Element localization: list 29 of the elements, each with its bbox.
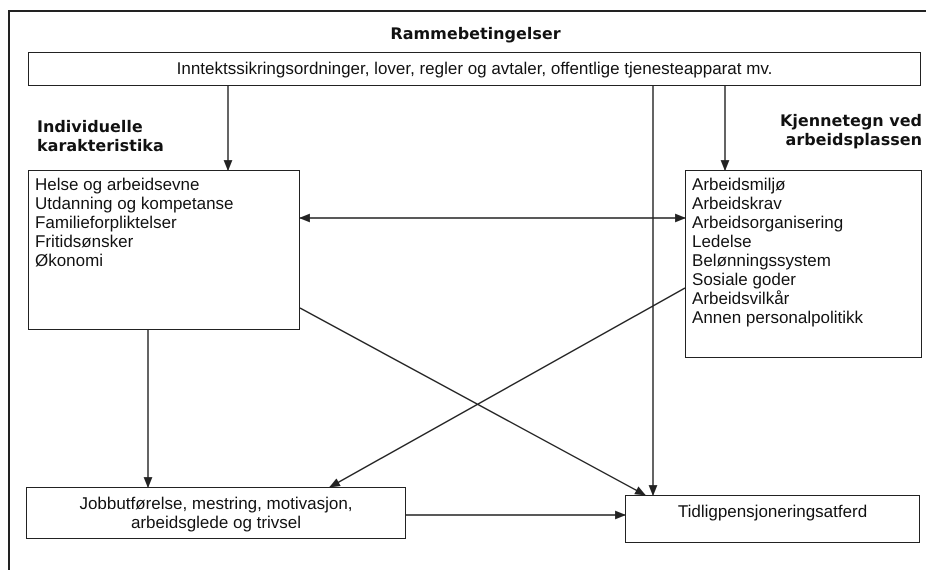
text-box [26,487,406,539]
arrow [298,214,686,222]
list-item: Økonomi [35,251,104,270]
arrow [329,287,686,488]
list-item: Tidligpensjoneringsatferd [678,502,868,521]
arrow [648,86,658,496]
arrow [300,307,646,496]
list-item: Annen personalpolitikk [692,308,864,327]
arrow [406,510,626,520]
list-item: Arbeidskrav [692,194,783,213]
list-item: Belønningssystem [692,251,832,270]
list-item: Ledelse [692,232,753,251]
arrow [720,86,730,172]
list-item: Inntektssikringsordninger, lover, regler og avtaler, offentlige tjenesteapparat mv. [176,59,772,78]
group-heading: Individuelle karakteristika [37,117,165,155]
arrow [144,330,152,488]
text-box [625,495,920,543]
list-item: Jobbutførelse, mestring, motivasjon, arbeidsglede og trivsel [78,494,354,532]
list-item: Helse og arbeidsevne [35,175,200,194]
list-item: Sosiale goder [692,270,797,289]
list-item: Arbeidsvilkår [692,289,790,308]
group-heading: Kjennetegn ved arbeidsplassen [778,111,922,149]
list-item: Arbeidsorganisering [692,213,844,232]
list-item: Utdanning og kompetanse [35,194,234,213]
list-item: Fritidsønsker [35,232,134,251]
arrow [224,86,232,172]
list-item: Familieforpliktelser [35,213,178,232]
group-heading: Rammebetingelser [389,24,562,43]
list-item: Arbeidsmiljø [692,175,787,194]
